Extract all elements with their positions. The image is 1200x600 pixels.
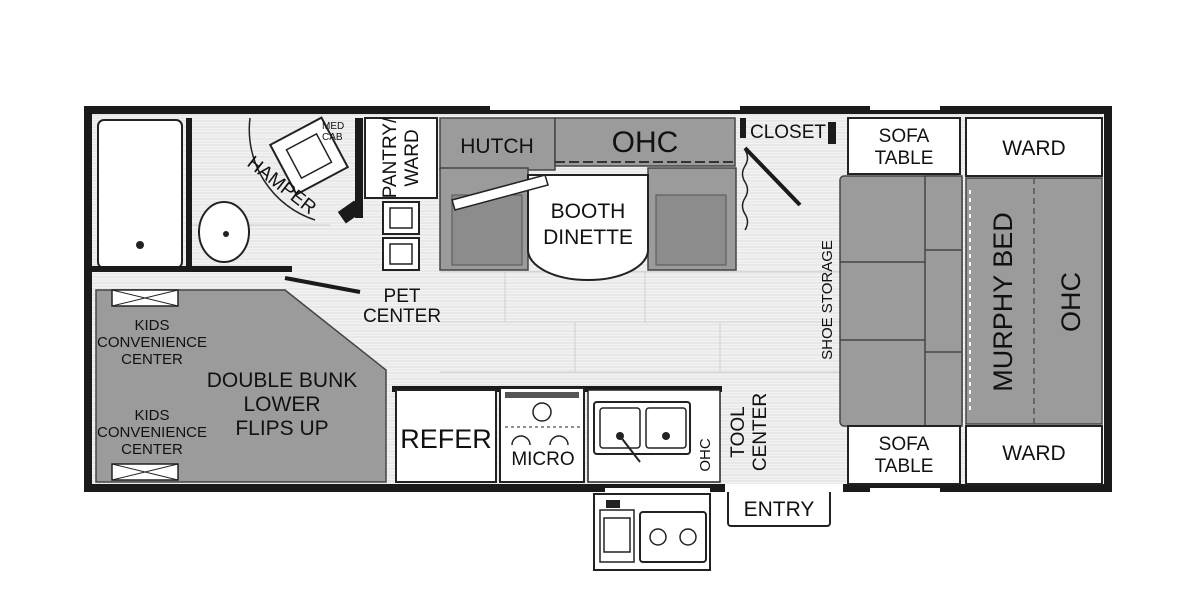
pantry-ward-label: PANTRY/WARD bbox=[380, 117, 423, 198]
closet-door bbox=[743, 146, 802, 207]
bathroom-sink bbox=[268, 116, 350, 196]
sofa-table-top bbox=[847, 117, 961, 175]
pet-bowl-bottom bbox=[382, 237, 420, 271]
refrigerator bbox=[395, 389, 497, 483]
bathroom bbox=[92, 116, 363, 272]
hutch-label: HUTCH bbox=[460, 135, 534, 158]
ohc-kitchen-label: OHC bbox=[697, 438, 714, 472]
bunk-door bbox=[284, 276, 361, 294]
ward-bottom-label: WARD bbox=[1002, 442, 1065, 465]
murphy-bed-label: MURPHY BED bbox=[988, 212, 1018, 392]
shower-drain-icon bbox=[136, 241, 144, 249]
ward-bottom bbox=[965, 425, 1103, 485]
closet-label: CLOSET bbox=[750, 122, 826, 143]
hamper-door-arc bbox=[248, 117, 316, 221]
dinette-table bbox=[527, 174, 649, 281]
sofa-table-bottom bbox=[847, 425, 961, 485]
double-bunk bbox=[95, 289, 387, 483]
overhead-cabinet-top bbox=[554, 117, 736, 167]
ohc-top-label: OHC bbox=[612, 126, 679, 159]
windows bbox=[490, 106, 940, 492]
refer-label: REFER bbox=[400, 424, 492, 454]
dinette-leaf bbox=[451, 174, 549, 211]
entry-door[interactable] bbox=[725, 484, 843, 492]
closet-curtain bbox=[741, 149, 749, 231]
kitchen-sink bbox=[593, 401, 691, 455]
micro-label: MICRO bbox=[511, 449, 574, 470]
shoe-storage-label: SHOE STORAGE bbox=[819, 240, 836, 360]
pantry-ward bbox=[364, 117, 438, 199]
outdoor-burner-icon bbox=[649, 528, 667, 546]
ward-top-label: WARD bbox=[1002, 137, 1065, 160]
ward-top bbox=[965, 117, 1103, 177]
faucet-icon bbox=[619, 435, 641, 463]
burner-icon bbox=[532, 402, 552, 422]
entry-label: ENTRY bbox=[744, 498, 815, 521]
ohc-bed-label: OHC bbox=[1056, 272, 1086, 332]
tool-center-label: TOOLCENTER bbox=[728, 393, 771, 471]
pet-bowl-top bbox=[382, 201, 420, 235]
